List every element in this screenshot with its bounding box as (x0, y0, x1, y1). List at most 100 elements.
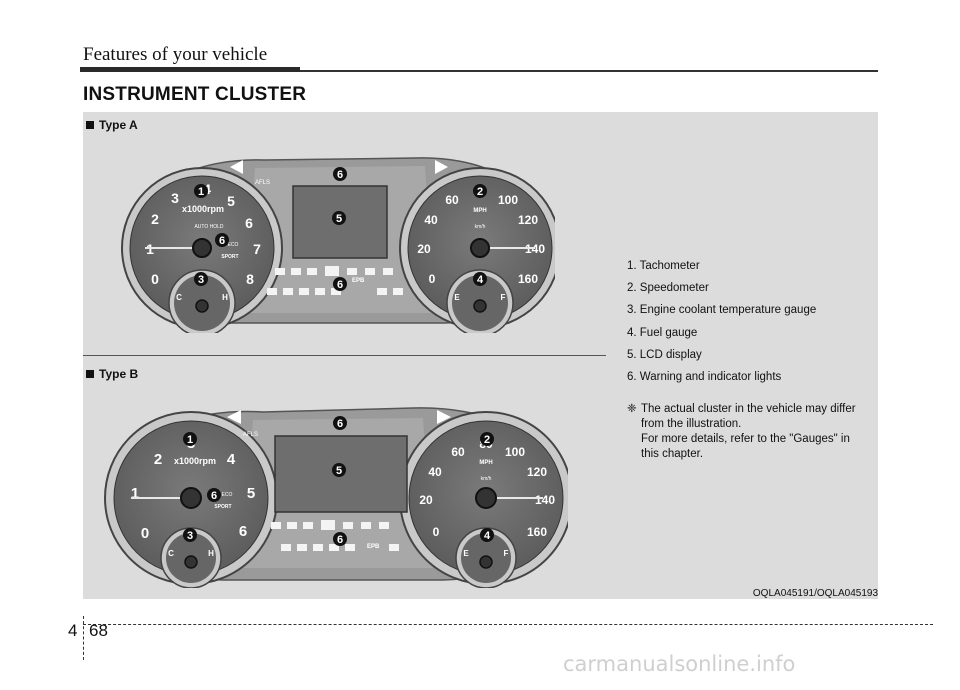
speed-160-label: 160 (518, 272, 538, 286)
callout-3: 3 (198, 274, 204, 286)
tach-b-1-label: 1 (131, 485, 139, 502)
legend-item: 4. Fuel gauge (627, 326, 698, 339)
callout-b-3: 3 (187, 530, 193, 542)
speed-20-label: 20 (417, 242, 431, 256)
fuel-e-label: E (454, 293, 460, 302)
chapter-title: Features of your vehicle (83, 44, 268, 65)
watermark: carmanualsonline.info (563, 652, 796, 676)
eco-label-b: ECO (222, 492, 233, 498)
callout-b-4: 4 (484, 530, 491, 542)
tach-b-2-label: 2 (154, 451, 162, 468)
type-b-label: Type B (86, 367, 138, 381)
temp-h-label: H (222, 293, 228, 302)
type-a-label: Type A (86, 118, 138, 132)
fuel-f-label: F (501, 293, 506, 302)
tach-8-label: 8 (246, 271, 254, 287)
fuel-e-label-b: E (463, 549, 469, 558)
speed-b-100-label: 100 (505, 445, 525, 459)
cluster-type-a-figure: 0 1 2 3 4 5 6 7 8 x1000rpm AUTO HOLD ECO… (121, 157, 555, 333)
callout-b-5: 5 (336, 465, 342, 477)
header-rule (300, 70, 878, 72)
speed-b-160-label: 160 (527, 525, 547, 539)
bullet-square-icon (86, 121, 94, 129)
eco-label: ECO (228, 242, 239, 248)
sport-label-b: SPORT (214, 504, 231, 510)
speed-b-40-label: 40 (428, 465, 442, 479)
speed-120-label: 120 (518, 213, 538, 227)
temp-h-label-b: H (208, 549, 214, 558)
callout-6-left: 6 (219, 235, 225, 247)
afls-label: AFLS (255, 180, 270, 186)
note-symbol-icon: ❈ (627, 403, 637, 415)
speed-b-60-label: 60 (451, 445, 465, 459)
mph-label-b: MPH (479, 460, 492, 466)
kmh-label: km/h (475, 224, 486, 230)
callout-5: 5 (336, 213, 342, 225)
note-line: For more details, refer to the "Gauges" … (641, 433, 850, 445)
illustration-note: ❈ The actual cluster in the vehicle may … (627, 402, 882, 462)
callout-b-2: 2 (484, 434, 490, 446)
speed-b-20-label: 20 (419, 493, 433, 507)
speed-0-label: 0 (429, 272, 436, 286)
callout-b-6-left: 6 (211, 490, 217, 502)
afls-label-b: AFLS (243, 432, 258, 438)
temp-c-label: C (176, 293, 182, 302)
epb-label-b: EPB (367, 544, 380, 550)
tach-3-label: 3 (171, 190, 179, 206)
note-line: from the illustration. (641, 418, 742, 430)
legend-item: 5. LCD display (627, 348, 702, 361)
tach-0-label: 0 (151, 271, 159, 287)
tach-b-5-label: 5 (247, 485, 255, 502)
type-b-text: Type B (99, 367, 139, 381)
speed-100-label: 100 (498, 193, 518, 207)
header-bar (80, 67, 300, 72)
temp-c-label-b: C (168, 549, 174, 558)
note-line: this chapter. (641, 448, 704, 460)
callout-1: 1 (198, 186, 204, 198)
callout-6-top: 6 (337, 169, 343, 181)
bullet-square-icon (86, 370, 94, 378)
speed-b-0-label: 0 (433, 525, 440, 539)
callout-b-1: 1 (187, 434, 193, 446)
tach-7-label: 7 (253, 241, 261, 257)
tach-2-label: 2 (151, 211, 159, 227)
page-number: 68 (89, 621, 108, 640)
legend-item: 6. Warning and indicator lights (627, 371, 782, 384)
epb-label: EPB (352, 278, 365, 284)
tach-6-label: 6 (245, 215, 253, 231)
rpm-unit-label-b: x1000rpm (174, 456, 216, 466)
figure-divider (83, 355, 606, 356)
auto-hold-label: AUTO HOLD (194, 224, 223, 230)
legend-item: 3. Engine coolant temperature gauge (627, 304, 817, 317)
legend-item: 2. Speedometer (627, 282, 709, 295)
tach-b-6-label: 6 (239, 523, 247, 540)
tach-5-label: 5 (227, 193, 235, 209)
image-code: OQLA045191/OQLA045193 (752, 588, 878, 599)
fuel-f-label-b: F (504, 549, 509, 558)
mph-label: MPH (473, 208, 486, 214)
speed-b-140-label: 140 (535, 493, 555, 507)
sport-label: SPORT (221, 254, 238, 260)
footer-rule (83, 624, 933, 625)
callout-legend: 1. Tachometer 2. Speedometer 3. Engine c… (627, 255, 816, 388)
callout-b-6-top: 6 (337, 418, 343, 430)
speed-40-label: 40 (424, 213, 438, 227)
cluster-type-b-figure: 0 1 2 3 4 5 6 x1000rpm ECO SPORT C H 0 2… (104, 407, 568, 588)
callout-2: 2 (477, 186, 483, 198)
section-title: INSTRUMENT CLUSTER (83, 84, 307, 105)
kmh-label-b: km/h (481, 476, 492, 482)
chapter-number: 4 (68, 621, 78, 640)
speed-60-label: 60 (445, 193, 459, 207)
tach-b-0-label: 0 (141, 525, 149, 542)
type-a-text: Type A (99, 118, 138, 132)
speed-140-label: 140 (525, 242, 545, 256)
speed-b-120-label: 120 (527, 465, 547, 479)
rpm-unit-label: x1000rpm (182, 204, 224, 214)
legend-item: 1. Tachometer (627, 260, 700, 272)
callout-6-bottom: 6 (337, 279, 343, 291)
note-line: The actual cluster in the vehicle may di… (641, 403, 856, 415)
callout-4: 4 (477, 274, 484, 286)
footer-divider (83, 616, 84, 660)
callout-b-6-bottom: 6 (337, 534, 343, 546)
tach-b-4-label: 4 (227, 451, 236, 468)
